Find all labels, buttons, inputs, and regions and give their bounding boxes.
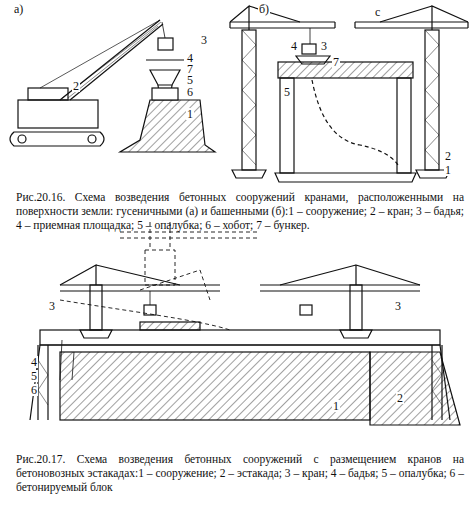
callout-number: 4 [30,356,38,368]
callout-number: 5 [283,86,291,98]
structure-a [120,60,215,152]
callout-number: 2 [396,392,404,404]
callout-number: 6 [30,384,38,396]
callout-number: 3 [320,40,328,52]
callout-number: б) [258,3,270,15]
structure-b [275,56,416,182]
figure-caption: Рис.20.16. Схема возведения бетонных соо… [16,190,464,232]
callout-number: 1 [444,164,452,176]
callout-number: 3 [48,300,56,312]
callout-number: а) [13,3,24,15]
tower-crane-right [355,6,468,178]
callout-number: 7 [332,56,340,68]
callout-number: 1 [332,400,340,412]
callout-number: 5 [186,74,194,86]
callout-number: 3 [394,300,402,312]
trestle-cranes [30,222,460,425]
callout-number: 5 [30,370,38,382]
tower-crane-left [230,6,335,178]
callout-number: 4 [290,40,298,52]
callout-number: 6 [186,86,194,98]
callout-number: с [374,6,381,18]
figure-caption: Рис.20.17. Схема возведения бетонных соо… [16,452,464,494]
callout-number: 2 [444,150,452,162]
callout-number: 2 [72,80,80,92]
callout-number: 3 [200,34,208,46]
callout-number: 1 [186,108,194,120]
